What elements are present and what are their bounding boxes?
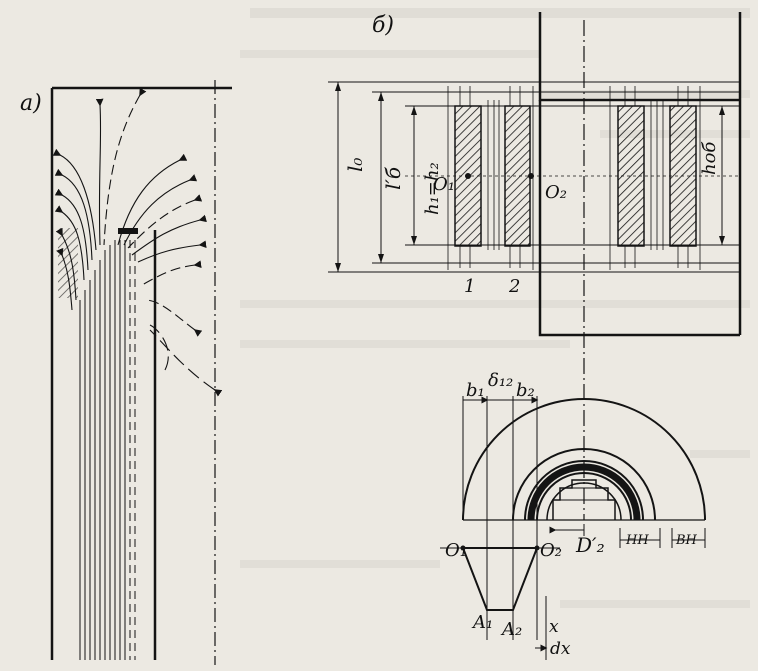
middle-semicircle [512,448,656,521]
left-windings [447,86,534,270]
label-winding-1: 1 [464,276,475,297]
fringe-field-lines [52,87,223,397]
label-winding-2: 2 [508,276,520,297]
core-yoke-bottom [538,250,740,337]
outer-semicircle [462,398,706,521]
right-windings [609,86,701,270]
label-O1: O₁ [433,174,455,195]
mmf-trapezoid [461,547,539,611]
label-A2: A₂ [500,619,522,640]
panel-a: а) [20,80,232,665]
label-HH: НН [625,533,649,548]
label-O1-low: O₁ [445,540,467,561]
label-O2: O₂ [545,182,567,203]
label-x: x [549,617,559,637]
point-O2 [528,173,534,179]
label-hob: hоб [699,141,720,175]
label-delta12: δ₁₂ [488,370,513,391]
label-ls: l′б [381,166,405,190]
stepped-core-section [552,479,616,520]
winding-end-hatch [58,228,78,298]
label-b2: b₂ [516,380,535,401]
winding-end-cap [118,228,138,234]
axial-field-lines [79,240,136,660]
point-O1 [465,173,471,179]
label-l0: l₀ [343,158,367,172]
label-dx: dx [550,639,571,659]
hatched-semicircle [527,463,641,521]
core-yoke-top [538,12,740,102]
label-b1: b₁ [466,380,485,401]
background-text [240,8,750,608]
panel-b: б) [328,12,742,520]
plan-view: b₁ δ₁₂ b₂ D′₂ НН ВН O₁ O₂ A₁ A₂ x dx [440,370,706,660]
panel-b-label: б) [372,13,394,38]
label-O2-low: O₂ [540,540,562,561]
label-D2: D′₂ [575,533,605,557]
label-A1: A₁ [471,612,493,633]
label-h1h2: h₁=h₂ [422,162,443,215]
panel-a-label: а) [20,91,42,116]
label-BH: ВН [675,533,698,548]
